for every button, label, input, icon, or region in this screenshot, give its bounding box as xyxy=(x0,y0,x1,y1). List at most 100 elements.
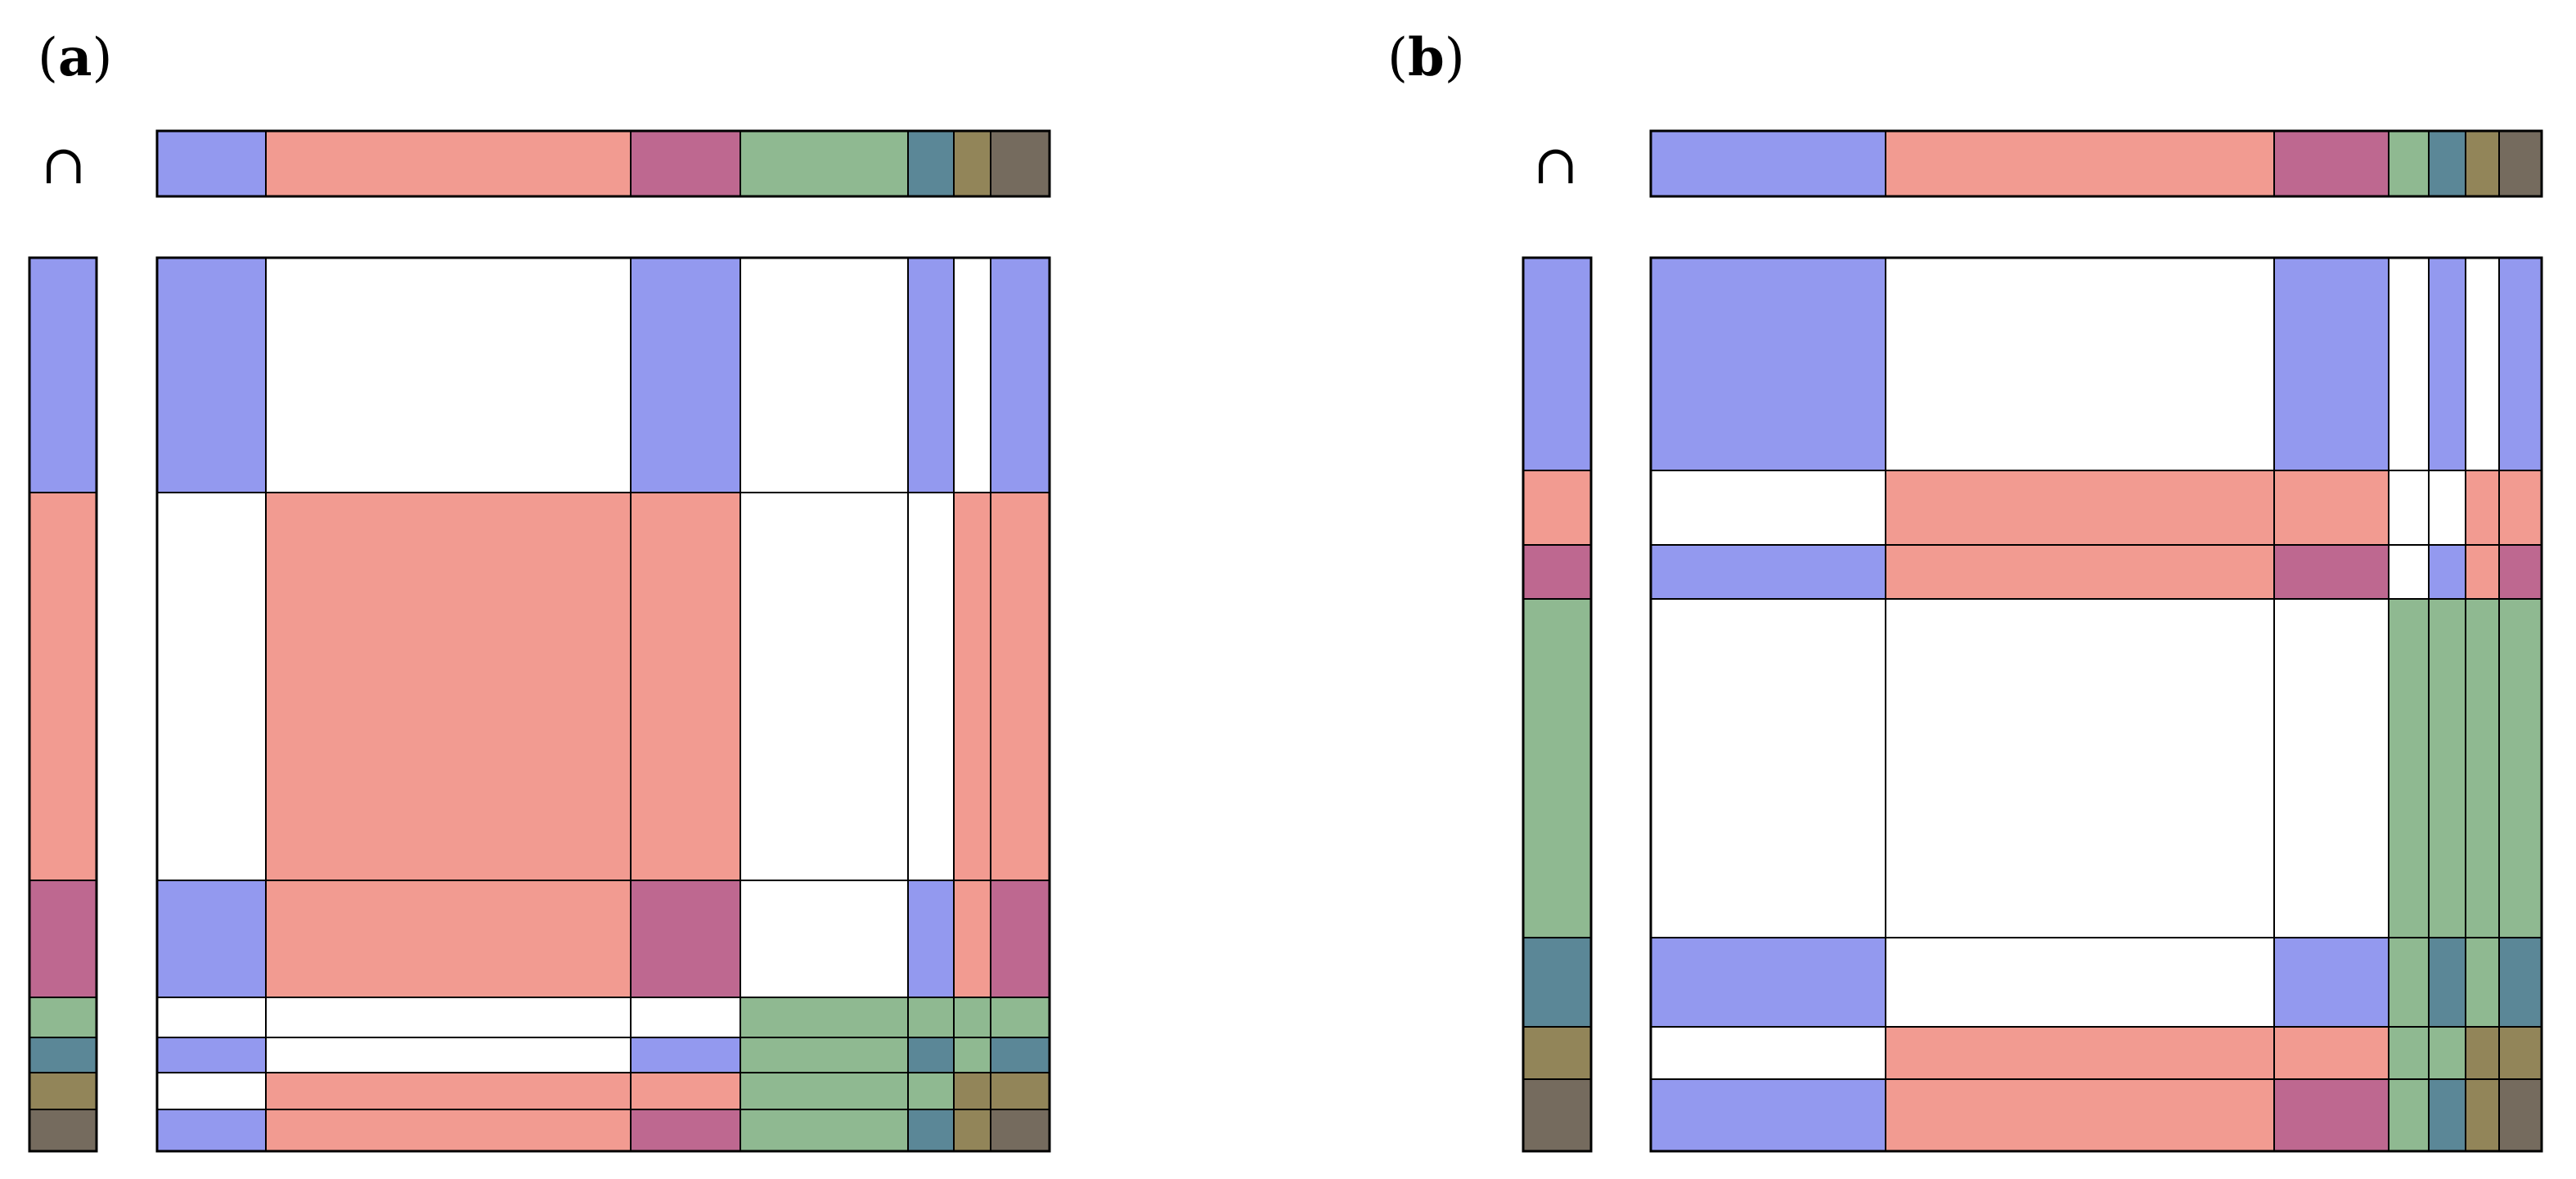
panel-a-matrix-cell-r6-c5 xyxy=(953,1109,991,1152)
panel-a-frame xyxy=(155,129,1051,198)
panel-a-column-block-magenta xyxy=(630,130,741,197)
panel-b-matrix-cell-r5-c4 xyxy=(2428,1026,2466,1080)
panel-a-row-partition-bar xyxy=(28,256,98,1153)
panel-a-matrix-cell-r1-c1 xyxy=(265,492,632,881)
panel-b-label-letter: b xyxy=(1408,27,1445,88)
panel-a-row-block-teal xyxy=(29,1037,97,1073)
panel-a-column-block-olive xyxy=(953,130,991,197)
panel-b-label-open: ( xyxy=(1387,28,1408,88)
panel-b: (b) ∩ xyxy=(1387,27,2543,1153)
panel-a-matrix-cell-r4-c0 xyxy=(156,1037,267,1073)
panel-b-matrix-cell-r6-c3 xyxy=(2388,1078,2430,1152)
panel-a-column-block-teal xyxy=(907,130,955,197)
panel-a-matrix-cell-r4-c3 xyxy=(740,1037,909,1073)
panel-b-matrix-cell-r6-c2 xyxy=(2273,1078,2389,1152)
panel-a-row-block-salmon xyxy=(29,492,97,881)
panel-b-matrix-cell-r0-c5 xyxy=(2465,257,2500,471)
panel-b-column-block-olive xyxy=(2465,130,2500,197)
panel-a-row-block-blue xyxy=(29,257,97,493)
panel-b-matrix-cell-r4-c4 xyxy=(2428,937,2466,1028)
panel-a-matrix-cell-r5-c1 xyxy=(265,1072,632,1110)
panel-b-matrix-cell-r5-c1 xyxy=(1885,1026,2275,1080)
panel-b-matrix-cell-r1-c6 xyxy=(2498,470,2542,546)
panel-a-matrix-cell-r0-c2 xyxy=(630,257,741,493)
panel-b-matrix-cell-r2-c4 xyxy=(2428,544,2466,600)
panel-a-matrix-cell-r2-c1 xyxy=(265,880,632,998)
panel-b-matrix-cell-r1-c4 xyxy=(2428,470,2466,546)
panel-a-matrix-cell-r5-c3 xyxy=(740,1072,909,1110)
panel-b-matrix-cell-r6-c1 xyxy=(1885,1078,2275,1152)
panel-b-matrix-cell-r4-c5 xyxy=(2465,937,2500,1028)
panel-b-matrix-cell-r3-c5 xyxy=(2465,598,2500,938)
panel-b-matrix-cell-r2-c1 xyxy=(1885,544,2275,600)
panel-b-row-block-taupe xyxy=(1522,1078,1592,1152)
panel-a-matrix-cell-r3-c2 xyxy=(630,997,741,1038)
panel-b-matrix-cell-r3-c4 xyxy=(2428,598,2466,938)
panel-b-column-block-magenta xyxy=(2273,130,2389,197)
panel-b-matrix-cell-r3-c2 xyxy=(2273,598,2389,938)
panel-b-matrix-cell-r6-c0 xyxy=(1650,1078,1886,1152)
panel-b-frame xyxy=(1522,256,1593,1153)
panel-b-matrix-cell-r4-c2 xyxy=(2273,937,2389,1028)
panel-a-matrix-cell-r2-c2 xyxy=(630,880,741,998)
panel-b-column-partition-bar xyxy=(1649,129,2543,198)
panel-a-matrix-cell-r1-c2 xyxy=(630,492,741,881)
panel-a-matrix-cell-r4-c4 xyxy=(907,1037,955,1073)
panel-b-row-block-salmon xyxy=(1522,470,1592,546)
panel-a-column-block-blue xyxy=(156,130,267,197)
panel-b-row-block-olive xyxy=(1522,1026,1592,1080)
panel-a-matrix-cell-r0-c0 xyxy=(156,257,267,493)
panel-b-column-block-teal xyxy=(2428,130,2466,197)
panel-b-matrix-cell-r3-c0 xyxy=(1650,598,1886,938)
panel-b-matrix-cell-r6-c4 xyxy=(2428,1078,2466,1152)
panel-b-row-partition-bar xyxy=(1522,256,1593,1153)
panel-a-frame xyxy=(155,256,1051,1153)
panel-a-matrix-cell-r4-c2 xyxy=(630,1037,741,1073)
panel-b-row-block-blue xyxy=(1522,257,1592,471)
panel-a-matrix-cell-r0-c6 xyxy=(990,257,1050,493)
panel-a-matrix-cell-r2-c6 xyxy=(990,880,1050,998)
panel-a-matrix-cell-r5-c2 xyxy=(630,1072,741,1110)
panel-b-matrix-cell-r0-c3 xyxy=(2388,257,2430,471)
panel-a-matrix-cell-r1-c6 xyxy=(990,492,1050,881)
panel-b-matrix-cell-r1-c0 xyxy=(1650,470,1886,546)
panel-a-row-block-taupe xyxy=(29,1109,97,1152)
panel-b-column-block-taupe xyxy=(2498,130,2542,197)
panel-b-matrix-cell-r0-c6 xyxy=(2498,257,2542,471)
panel-b-frame xyxy=(1649,129,2543,198)
panel-b-matrix-cell-r0-c1 xyxy=(1885,257,2275,471)
panel-a-matrix-cell-r3-c5 xyxy=(953,997,991,1038)
panel-a-matrix-cell-r6-c6 xyxy=(990,1109,1050,1152)
panel-b-matrix-cell-r2-c0 xyxy=(1650,544,1886,600)
panel-b-row-block-teal xyxy=(1522,937,1592,1028)
panel-b-matrix-cell-r2-c2 xyxy=(2273,544,2389,600)
panel-b-label: (b) xyxy=(1387,27,1465,88)
panel-a-label-letter: a xyxy=(58,27,92,88)
panel-b-matrix-cell-r4-c0 xyxy=(1650,937,1886,1028)
panel-a-matrix-cell-r4-c5 xyxy=(953,1037,991,1073)
panel-b-column-block-salmon xyxy=(1885,130,2275,197)
panel-b-column-block-blue xyxy=(1650,130,1886,197)
panel-b-matrix-cell-r3-c3 xyxy=(2388,598,2430,938)
panel-b-matrix-cell-r3-c1 xyxy=(1885,598,2275,938)
panel-a-matrix-cell-r6-c2 xyxy=(630,1109,741,1152)
panel-b-matrix-cell-r1-c3 xyxy=(2388,470,2430,546)
panel-b-matrix-cell-r0-c0 xyxy=(1650,257,1886,471)
panel-a-matrix-cell-r1-c5 xyxy=(953,492,991,881)
panel-a-matrix-cell-r0-c1 xyxy=(265,257,632,493)
panel-b-matrix-cell-r5-c0 xyxy=(1650,1026,1886,1080)
panel-b-matrix-cell-r4-c6 xyxy=(2498,937,2542,1028)
panel-a-matrix-cell-r2-c3 xyxy=(740,880,909,998)
panel-b-matrix-cell-r2-c3 xyxy=(2388,544,2430,600)
panel-a-matrix-cell-r6-c3 xyxy=(740,1109,909,1152)
panel-b-matrix-cell-r6-c6 xyxy=(2498,1078,2542,1152)
panel-b-row-block-magenta xyxy=(1522,544,1592,600)
panel-a-matrix-cell-r2-c4 xyxy=(907,880,955,998)
panel-a-matrix-cell-r3-c4 xyxy=(907,997,955,1038)
panel-a-column-block-salmon xyxy=(265,130,632,197)
panel-a-row-block-olive xyxy=(29,1072,97,1110)
panel-a-column-block-green xyxy=(740,130,909,197)
panel-a-matrix-cell-r2-c5 xyxy=(953,880,991,998)
panel-a-intersection-symbol: ∩ xyxy=(41,133,86,196)
